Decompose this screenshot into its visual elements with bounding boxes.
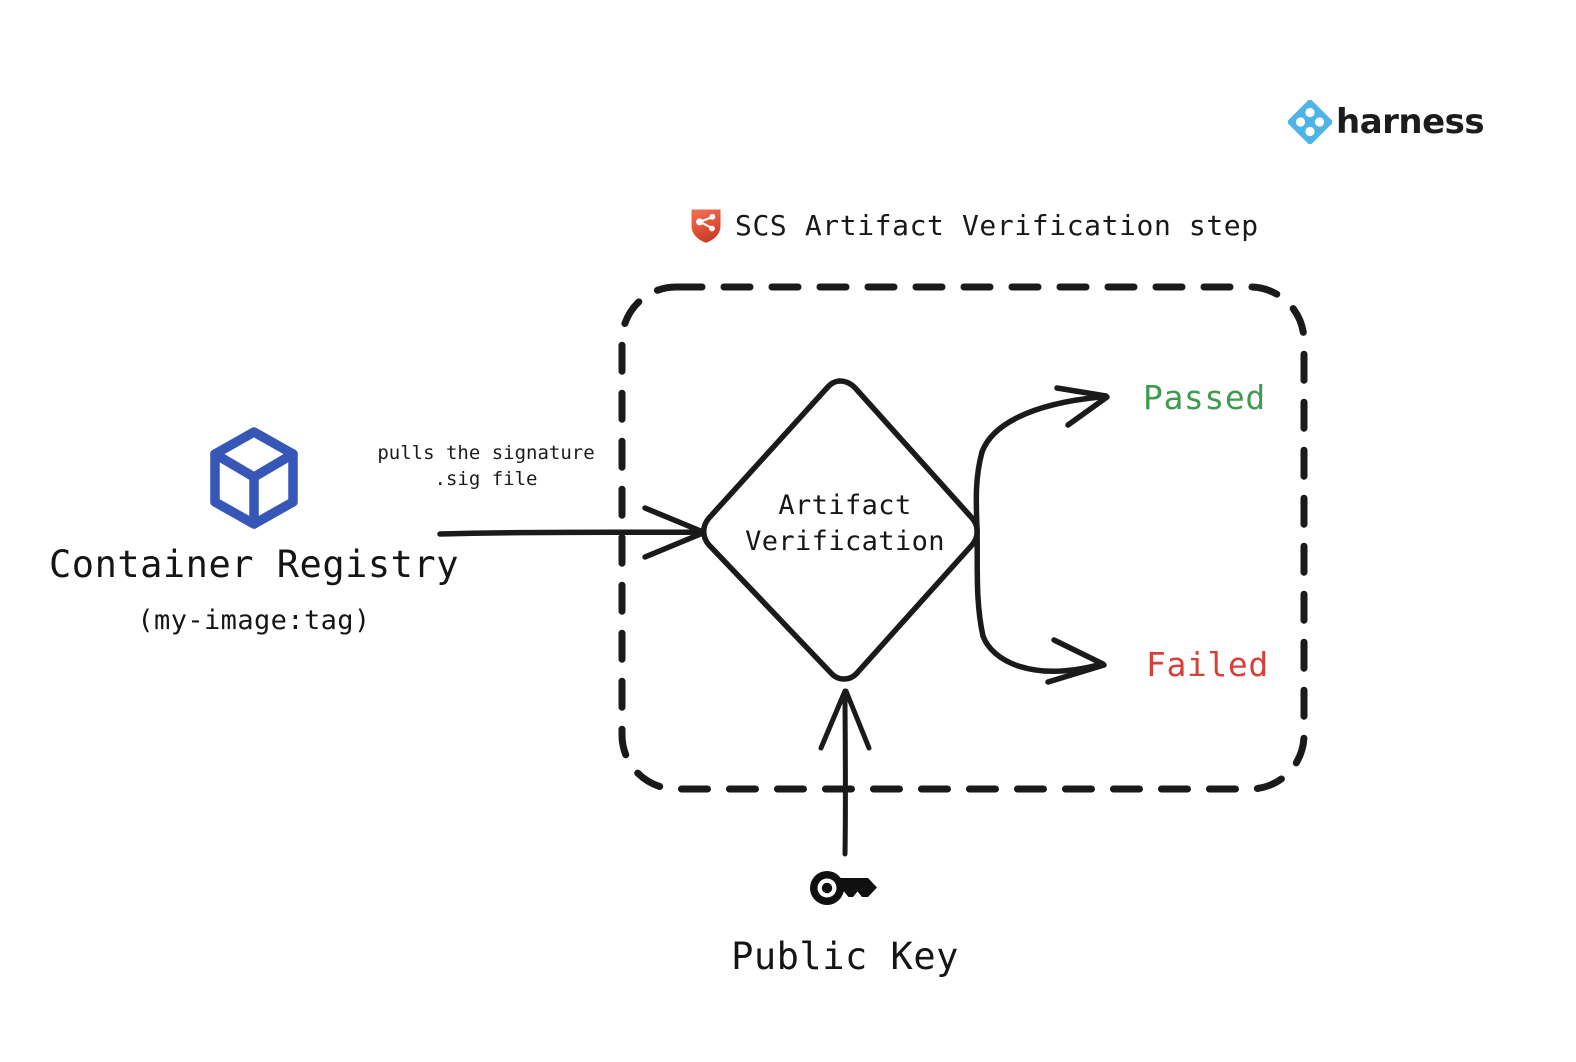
public-key-node: Public Key	[700, 866, 990, 975]
pull-signature-line1: pulls the signature	[377, 442, 595, 464]
edge-verification-to-failed	[980, 633, 1107, 685]
key-icon	[810, 871, 877, 905]
harness-logo: harness	[1288, 100, 1485, 144]
pull-signature-edge-label: pulls the signature .sig file	[372, 441, 600, 492]
harness-diamond-logo-icon	[1288, 100, 1332, 144]
container-registry-node: Container Registry (my-image:tag)	[44, 424, 464, 634]
artifact-verification-label: Artifact Verification	[700, 488, 990, 560]
scs-step-title-label: SCS Artifact Verification step	[735, 209, 1259, 242]
container-cube-icon	[210, 427, 298, 529]
harness-wordmark: harness	[1336, 102, 1485, 142]
container-registry-subtitle: (my-image:tag)	[137, 605, 371, 636]
scs-step-title: SCS Artifact Verification step	[690, 208, 1259, 244]
public-key-title: Public Key	[731, 935, 959, 978]
outcome-failed-label: Failed	[1146, 645, 1269, 684]
edge-publickey-to-verification	[818, 688, 872, 857]
pull-signature-line2: .sig file	[434, 467, 538, 490]
edge-registry-to-verification	[437, 505, 706, 560]
edge-verification-to-passed	[979, 385, 1110, 455]
container-registry-title: Container Registry	[49, 543, 459, 586]
scs-shield-icon	[691, 209, 721, 243]
artifact-verification-line2: Verification	[745, 525, 945, 557]
outcome-passed-label: Passed	[1143, 378, 1266, 417]
artifact-verification-line1: Artifact	[778, 490, 912, 521]
